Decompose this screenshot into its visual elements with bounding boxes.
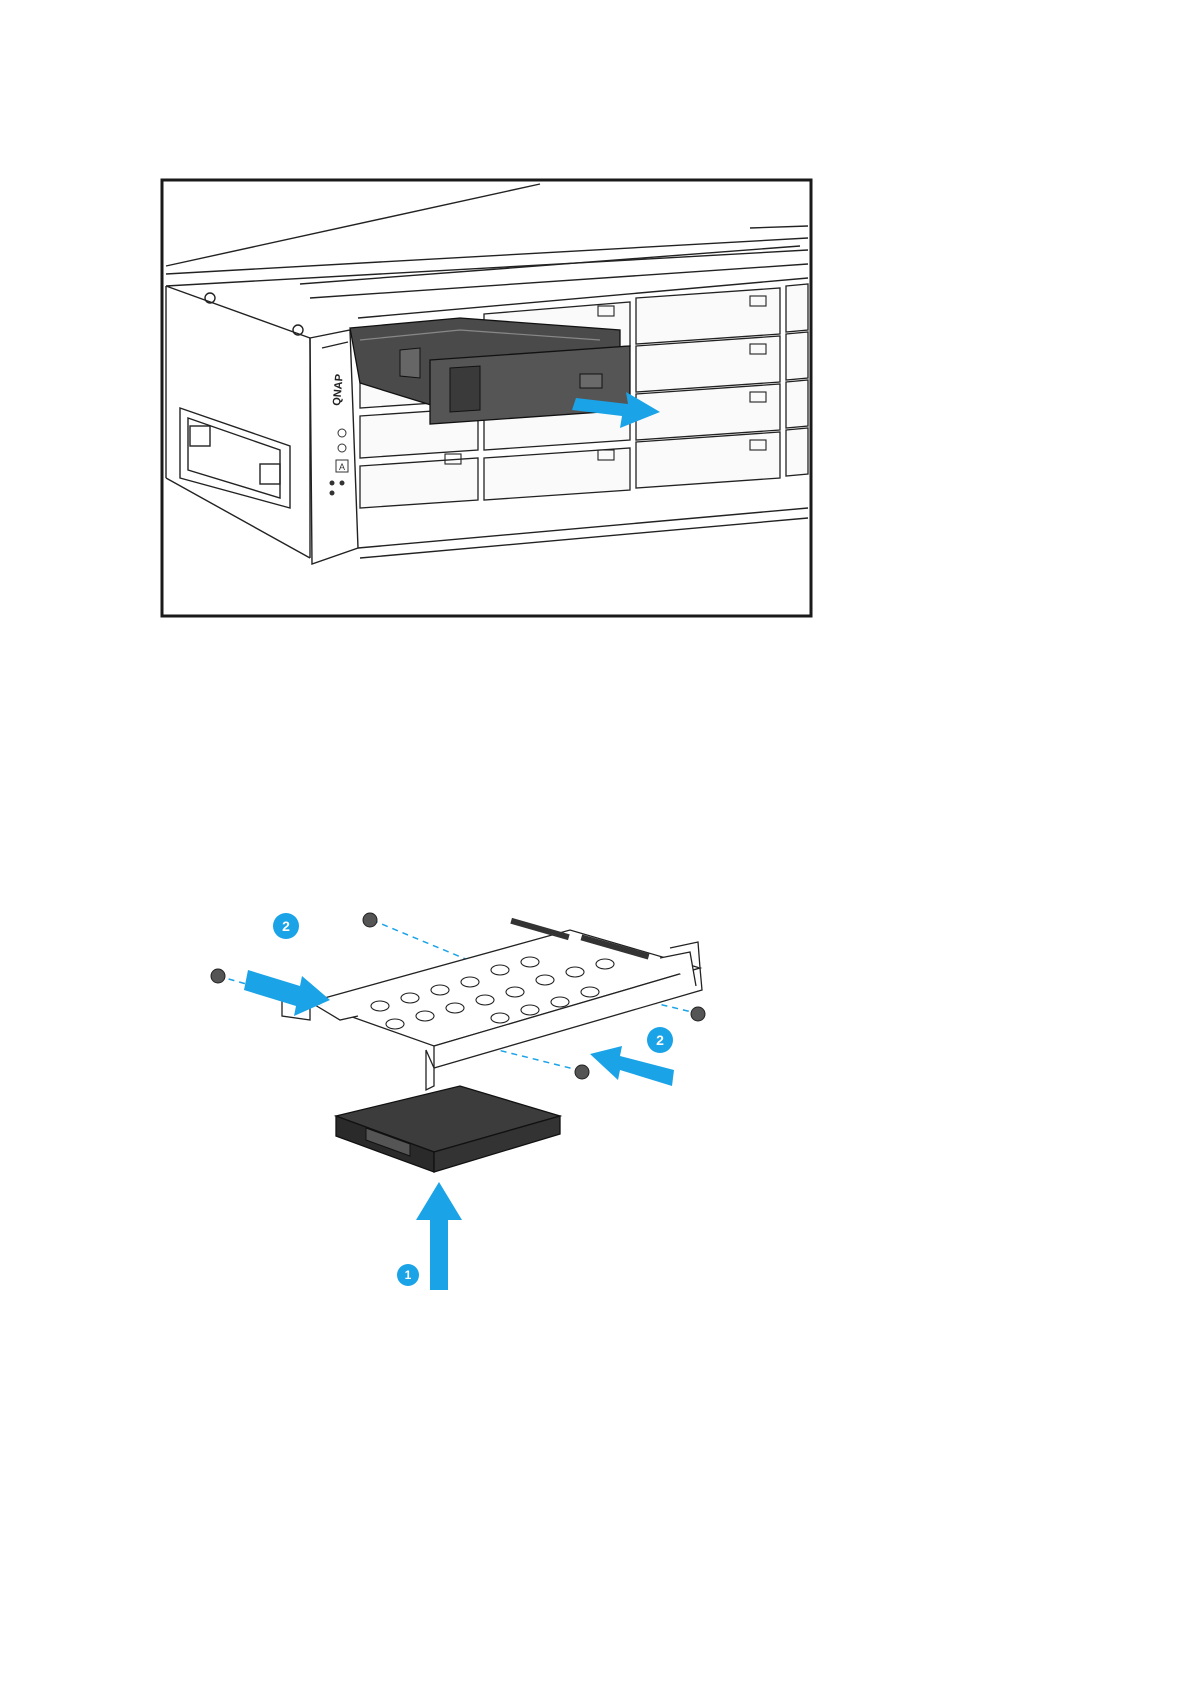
- screw-icon: [211, 969, 225, 983]
- indicator-letter: A: [339, 462, 345, 472]
- screw-icon: [575, 1065, 589, 1079]
- nas-tray-removal-illustration: QNAP A: [160, 178, 813, 618]
- tray-exploded-drawing: 2 2 1: [190, 890, 750, 1350]
- ssd-drive: [336, 1086, 560, 1172]
- step-number: 2: [656, 1032, 664, 1048]
- screw-icon: [691, 1007, 705, 1021]
- step-number: 1: [405, 1268, 412, 1282]
- led-dot: [330, 491, 335, 496]
- screw-icon: [363, 913, 377, 927]
- nas-enclosure-drawing: QNAP A: [160, 178, 813, 618]
- led-dot: [330, 481, 335, 486]
- drive-installation-illustration: 2 2 1: [190, 890, 750, 1350]
- lift-drive-arrow: [416, 1182, 462, 1290]
- step-number: 2: [282, 918, 290, 934]
- led-dot: [340, 481, 345, 486]
- tray-latch: [580, 374, 602, 388]
